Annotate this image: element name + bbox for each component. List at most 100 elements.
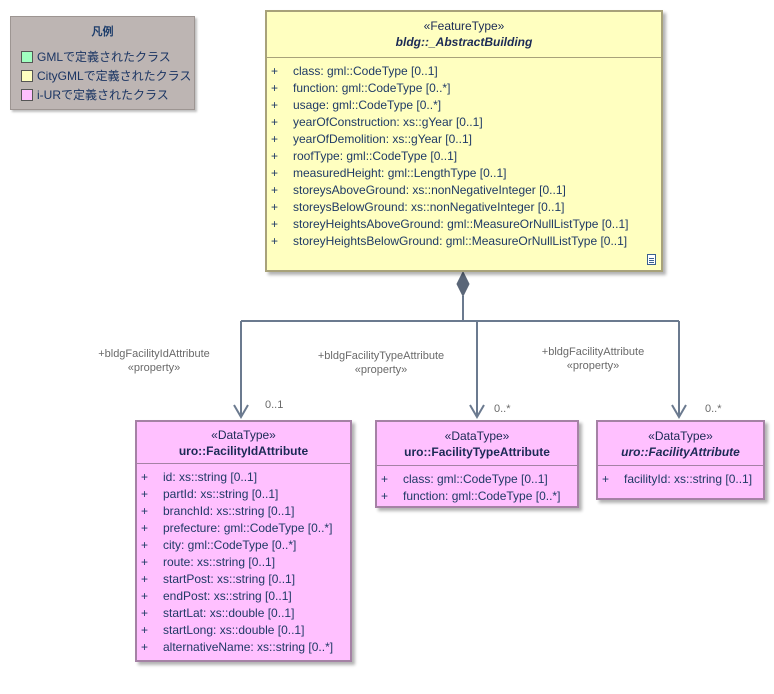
visibility-marker: + (381, 489, 389, 503)
attribute-row: + storeysAboveGround: xs::nonNegativeInte… (267, 182, 661, 199)
class-header: «DataType» uro::FacilityTypeAttribute (377, 422, 577, 466)
arrowhead-facility-id (233, 404, 249, 419)
visibility-marker: + (271, 234, 279, 248)
attribute-row: + yearOfDemolition: xs::gYear [0..1] (267, 131, 661, 148)
attribute-text: roofType: gml::CodeType [0..1] (293, 149, 458, 163)
attribute-row: +class: gml::CodeType [0..1] (267, 63, 661, 80)
visibility-marker: + (141, 640, 149, 654)
visibility-marker: + (271, 217, 279, 231)
legend-item-iur: i-URで定義されたクラス (21, 86, 169, 103)
visibility-marker: + (141, 572, 149, 586)
visibility-marker: + (271, 132, 279, 146)
legend-title: 凡例 (91, 26, 114, 38)
role-stereotype: «property» (566, 360, 620, 372)
composition-diamond (456, 270, 470, 298)
attribute-text: storeysAboveGround: xs::nonNegativeInteg… (293, 183, 566, 197)
attribute-row: + roofType: gml::CodeType [0..1] (267, 148, 661, 165)
visibility-marker: + (141, 538, 149, 552)
attribute-row: + usage: gml::CodeType [0..*] (267, 97, 661, 114)
class-name: uro::FacilityAttribute (621, 445, 740, 459)
attribute-text: usage: gml::CodeType [0..*] (293, 98, 442, 112)
attribute-row: + startPost: xs::string [0..1] (137, 571, 350, 588)
attribute-row: + alternativeName: xs::string [0..*] (137, 639, 350, 656)
note-icon[interactable] (647, 254, 656, 265)
legend-item-citygml: CityGMLで定義されたクラス (21, 67, 191, 84)
attribute-text: startLat: xs::double [0..1] (163, 606, 295, 620)
attribute-row: + endPost: xs::string [0..1] (137, 588, 350, 605)
class-stereotype: «DataType» (648, 429, 713, 443)
legend-swatch-citygml (21, 69, 33, 82)
attribute-list: +class: gml::CodeType [0..1] +function: … (267, 58, 661, 250)
visibility-marker: + (271, 200, 279, 214)
visibility-marker: + (141, 623, 149, 637)
role-stereotype: «property» (354, 364, 408, 376)
attribute-row: +storeyHeightsAboveGround: gml::MeasureO… (267, 216, 661, 233)
attribute-text: yearOfDemolition: xs::gYear [0..1] (293, 132, 472, 146)
visibility-marker: + (602, 472, 610, 486)
attribute-text: measuredHeight: gml::LengthType [0..1] (293, 166, 507, 180)
role-label-facility-id: +bldgFacilityIdAttribute «property» (84, 347, 224, 375)
class-header: «DataType» uro::FacilityIdAttribute (137, 422, 350, 464)
visibility-marker: + (141, 504, 149, 518)
attribute-list: +class: gml::CodeType [0..1] +function: … (377, 466, 577, 505)
attribute-list: +facilityId: xs::string [0..1] (598, 466, 763, 488)
attribute-row: + storeysBelowGround: xs::nonNegativeInte… (267, 199, 661, 216)
legend-swatch-gml (21, 50, 33, 63)
class-abstract-building[interactable]: «FeatureType» bldg::_AbstractBuilding +c… (265, 10, 663, 272)
class-header: «FeatureType» bldg::_AbstractBuilding (267, 12, 661, 58)
visibility-marker: + (141, 521, 149, 535)
attribute-row: + function: gml::CodeType [0..*] (377, 488, 577, 505)
class-facility-type-attribute[interactable]: «DataType» uro::FacilityTypeAttribute +c… (375, 420, 579, 508)
attribute-text: function: gml::CodeType [0..*] (403, 489, 561, 503)
attribute-row: + id: xs::string [0..1] (137, 469, 350, 486)
attribute-row: +function: gml::CodeType [0..*] (267, 80, 661, 97)
visibility-marker: + (271, 149, 279, 163)
visibility-marker: + (141, 487, 149, 501)
arrowhead-facility-attr (671, 404, 687, 419)
attribute-text: endPost: xs::string [0..1] (163, 589, 292, 603)
attribute-text: id: xs::string [0..1] (163, 470, 258, 484)
class-stereotype: «DataType» (211, 428, 276, 442)
attribute-row: + prefecture: gml::CodeType [0..*] (137, 520, 350, 537)
attribute-row: + branchId: xs::string [0..1] (137, 503, 350, 520)
attribute-row: +partId: xs::string [0..1] (137, 486, 350, 503)
attribute-text: startLong: xs::double [0..1] (163, 623, 305, 637)
legend-label-citygml: CityGMLで定義されたクラス (37, 69, 192, 83)
attribute-text: branchId: xs::string [0..1] (163, 504, 295, 518)
attribute-text: startPost: xs::string [0..1] (163, 572, 296, 586)
legend-item-gml: GMLで定義されたクラス (21, 48, 171, 65)
attribute-row: +measuredHeight: gml::LengthType [0..1] (267, 165, 661, 182)
visibility-marker: + (271, 115, 279, 129)
class-facility-id-attribute[interactable]: «DataType» uro::FacilityIdAttribute + id:… (135, 420, 352, 662)
attribute-row: +class: gml::CodeType [0..1] (377, 471, 577, 488)
role-label-facility-type: +bldgFacilityTypeAttribute «property» (308, 349, 454, 377)
visibility-marker: + (271, 98, 279, 112)
role-name: +bldgFacilityTypeAttribute (317, 350, 445, 362)
attribute-text: prefecture: gml::CodeType [0..*] (163, 521, 333, 535)
legend-swatch-iur (21, 88, 33, 101)
visibility-marker: + (141, 589, 149, 603)
multiplicity-facility-id: 0..1 (265, 399, 284, 411)
attribute-row: +route: xs::string [0..1] (137, 554, 350, 571)
attribute-row: +facilityId: xs::string [0..1] (598, 471, 763, 488)
class-stereotype: «DataType» (444, 429, 510, 443)
role-name: +bldgFacilityAttribute (541, 346, 645, 358)
attribute-row: +storeyHeightsBelowGround: gml::MeasureO… (267, 233, 661, 250)
attribute-list: + id: xs::string [0..1] +partId: xs::stri… (137, 464, 350, 656)
multiplicity-facility-type: 0..* (494, 403, 511, 415)
legend-label-gml: GMLで定義されたクラス (37, 50, 171, 64)
multiplicity-facility-attr: 0..* (705, 403, 722, 415)
attribute-row: +yearOfConstruction: xs::gYear [0..1] (267, 114, 661, 131)
visibility-marker: + (271, 183, 279, 197)
attribute-text: alternativeName: xs::string [0..*] (163, 640, 334, 654)
legend: 凡例 GMLで定義されたクラス CityGMLで定義されたクラス i-URで定義… (10, 16, 195, 110)
visibility-marker: + (381, 472, 389, 486)
class-name: uro::FacilityIdAttribute (178, 444, 309, 458)
attribute-text: route: xs::string [0..1] (163, 555, 276, 569)
visibility-marker: + (141, 470, 149, 484)
class-facility-attribute[interactable]: «DataType» uro::FacilityAttribute +facil… (596, 420, 765, 500)
attribute-text: storeysBelowGround: xs::nonNegativeInteg… (293, 200, 565, 214)
attribute-text: class: gml::CodeType [0..1] (293, 64, 438, 78)
visibility-marker: + (141, 606, 149, 620)
role-label-facility-attr: +bldgFacilityAttribute «property» (528, 345, 658, 373)
